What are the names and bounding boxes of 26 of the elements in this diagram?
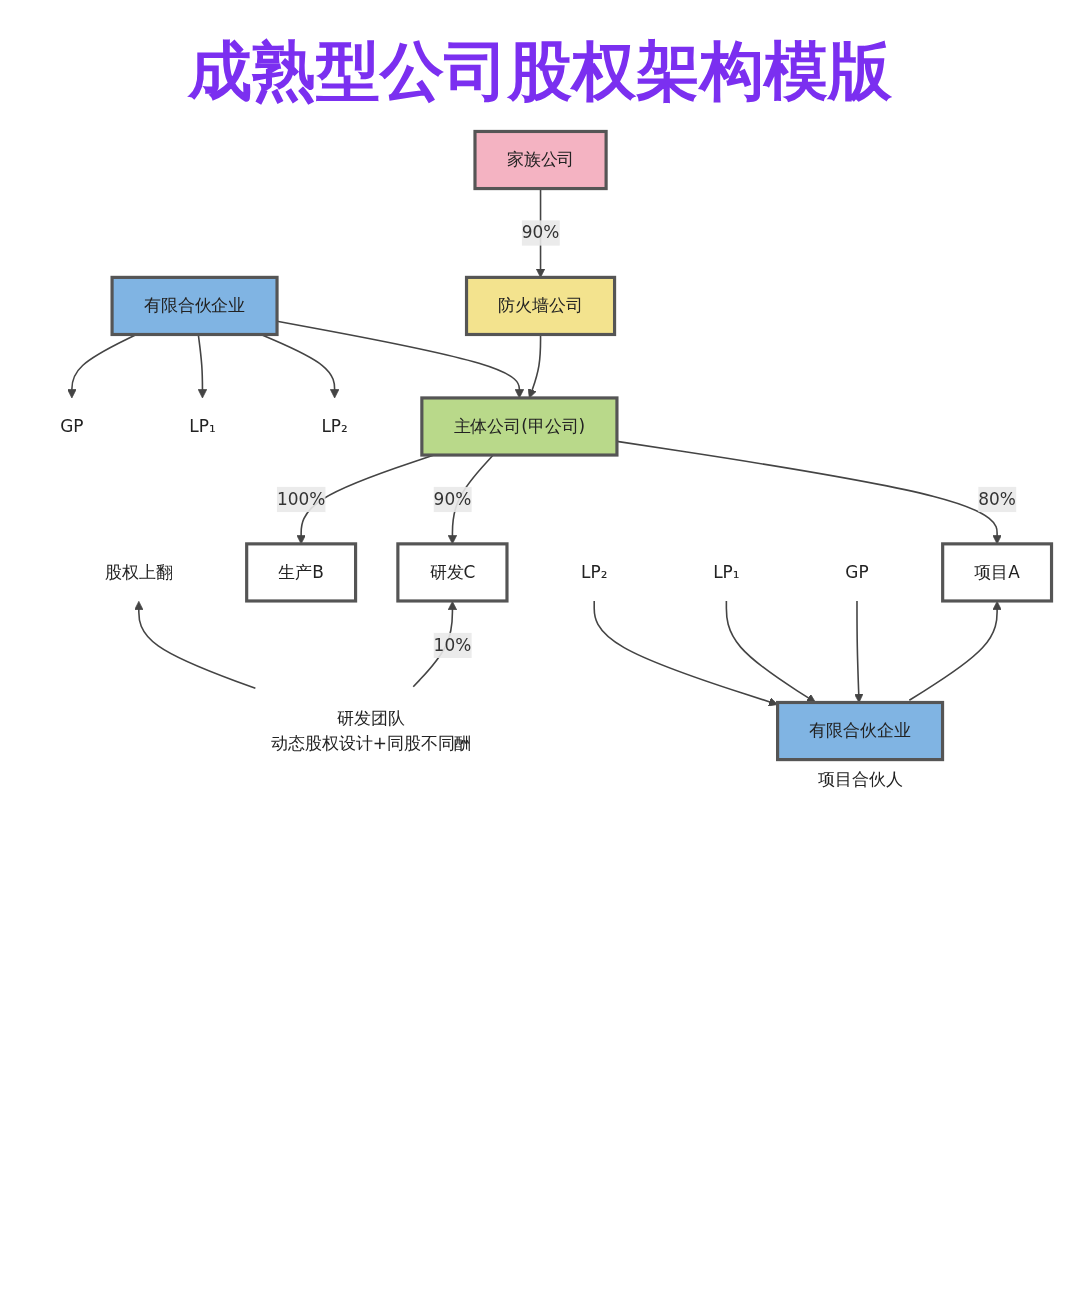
title: 成熟型公司股权架构模版 bbox=[186, 33, 893, 110]
node-box: 项目A bbox=[941, 542, 1054, 603]
node-text: LP₂ bbox=[321, 416, 348, 437]
node-text: LP₂ bbox=[581, 562, 608, 583]
node-box: 有限合伙企业 bbox=[776, 701, 945, 762]
node-box: 有限合伙企业 bbox=[110, 276, 279, 337]
node-caption: 项目合伙人 bbox=[817, 769, 903, 790]
edge-label: 90% bbox=[521, 222, 560, 243]
edge-label: 100% bbox=[276, 489, 326, 510]
edge-label: 10% bbox=[433, 635, 472, 656]
node-text: GP bbox=[60, 416, 84, 437]
node-box: 家族公司 bbox=[473, 130, 608, 191]
node-box: 主体公司(甲公司) bbox=[420, 396, 619, 457]
arrow bbox=[134, 601, 257, 690]
edge-label: 90% bbox=[433, 489, 472, 510]
node-box: 研发C bbox=[396, 542, 509, 603]
node-box: 生产B bbox=[245, 542, 358, 603]
node-text: GP bbox=[845, 562, 869, 583]
node-text: 股权上翻 bbox=[104, 562, 173, 583]
node-box: 防火墙公司 bbox=[464, 276, 617, 337]
arrow bbox=[908, 601, 1002, 702]
edge-label: 80% bbox=[978, 489, 1016, 510]
node-text: LP₁ bbox=[713, 562, 740, 583]
arrow bbox=[593, 600, 778, 707]
node-text: 研发团队 动态股权设计+同股不同酬 bbox=[271, 707, 472, 754]
node-text: LP₁ bbox=[189, 416, 216, 437]
